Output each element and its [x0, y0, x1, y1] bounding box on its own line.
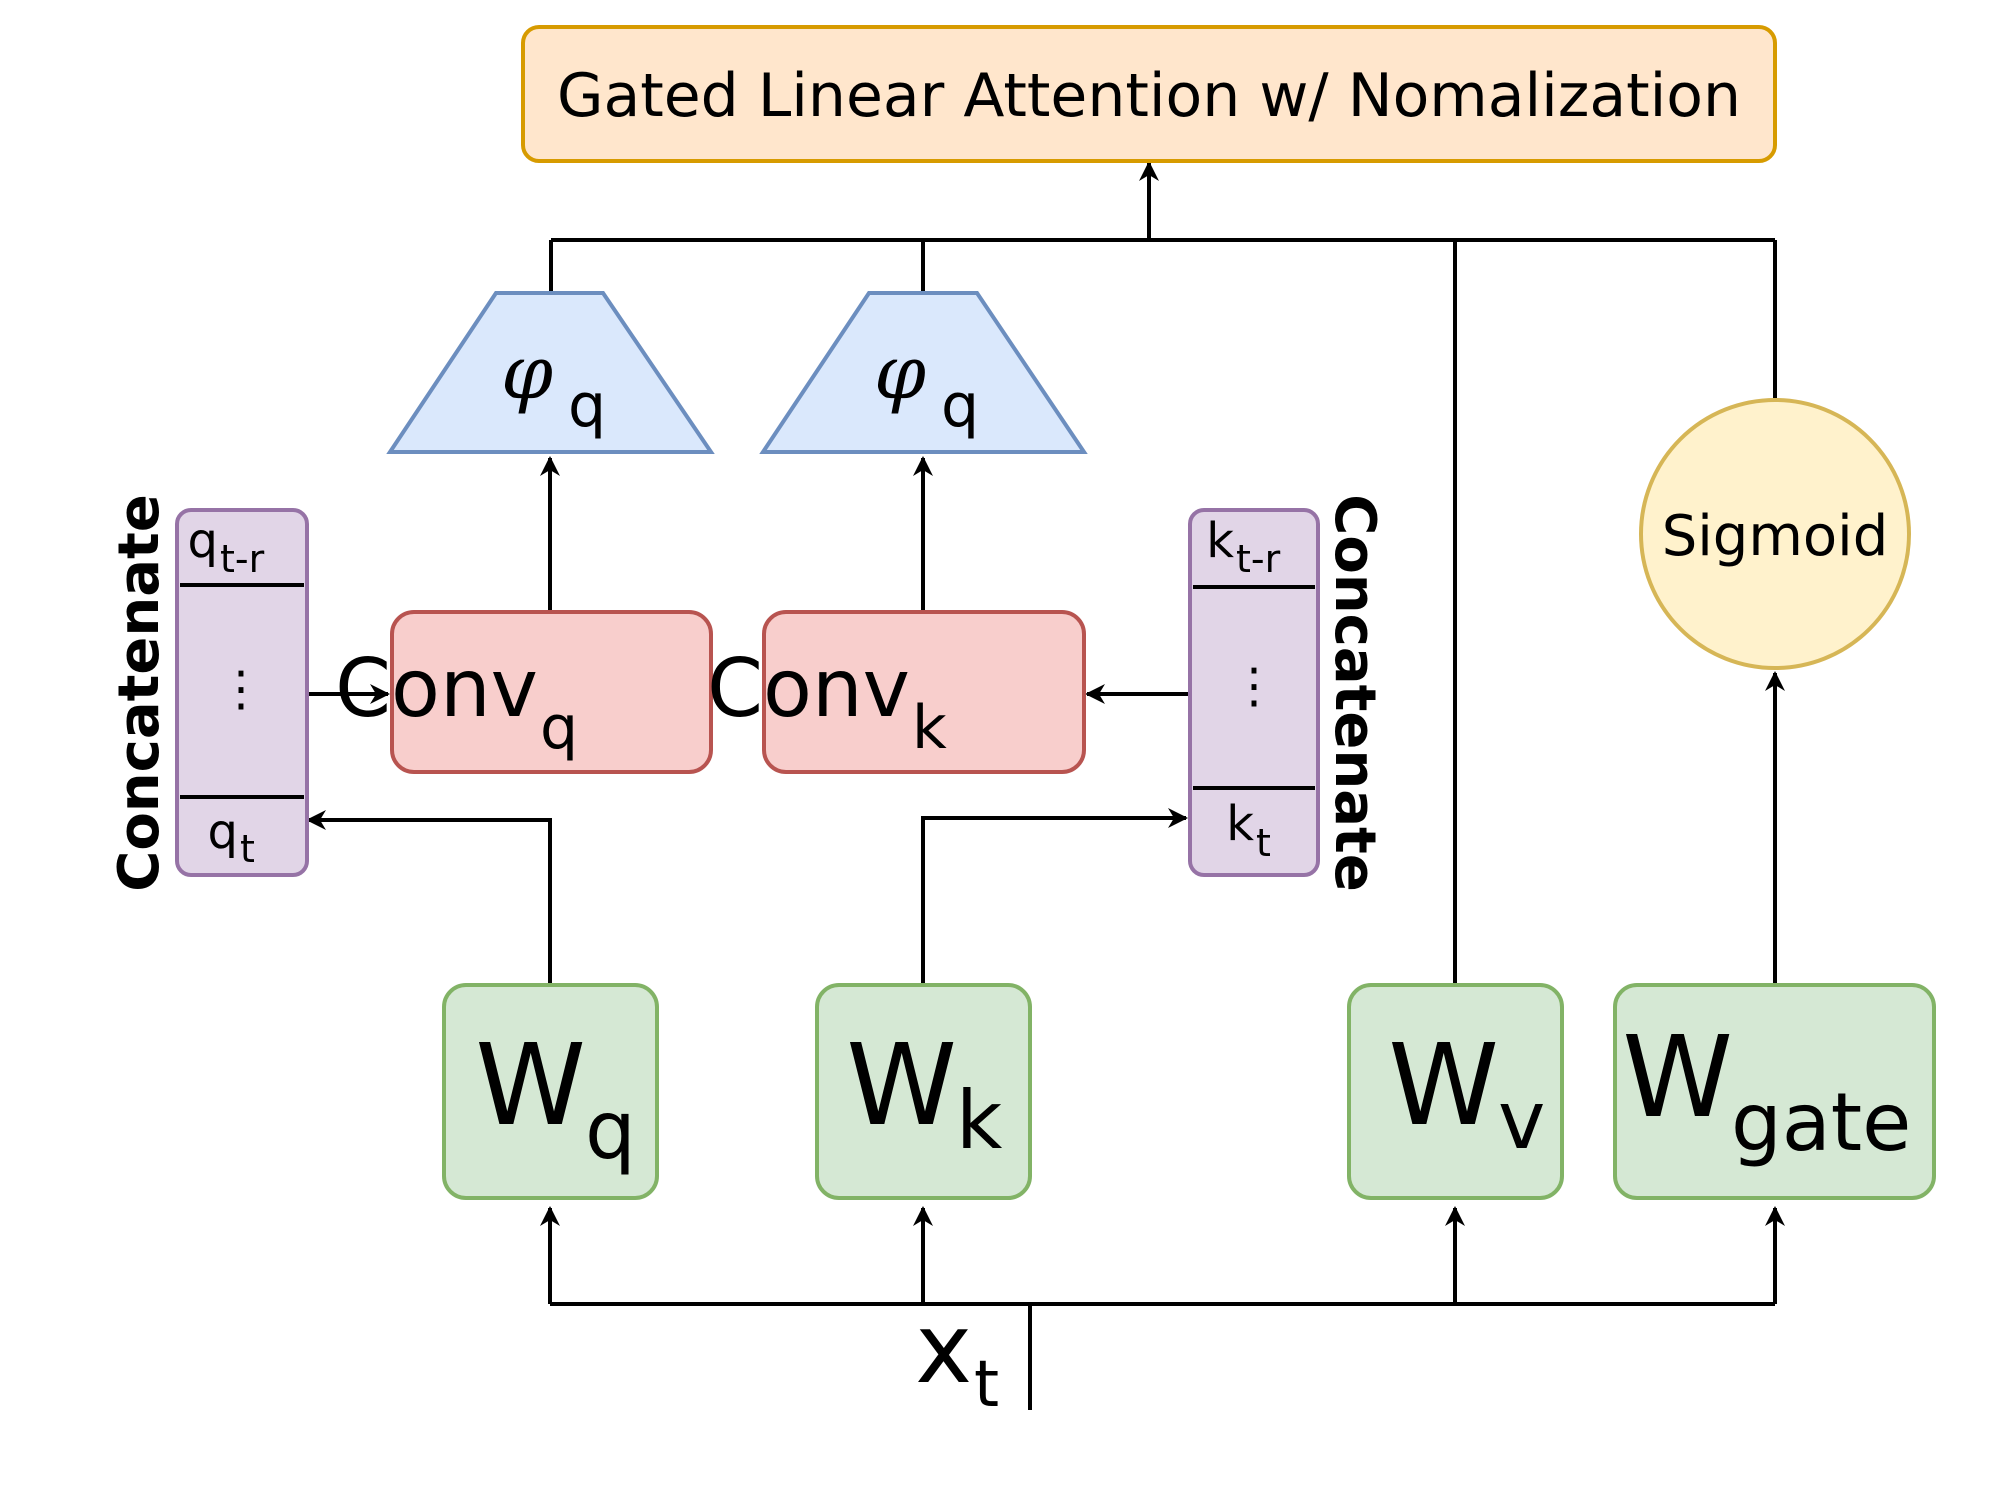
- w-k-label: W: [846, 1021, 957, 1151]
- arrow-wk-to-kt: [921, 808, 1188, 985]
- concat-q-stack: q t-r ⋮ q t Concatenate: [107, 494, 309, 892]
- input-x-label: x: [915, 1293, 972, 1405]
- input-x-t: x t: [915, 1293, 999, 1422]
- connectors: [306, 161, 1785, 1410]
- input-x-sub: t: [974, 1348, 999, 1422]
- sigmoid-block: Sigmoid: [1639, 398, 1911, 670]
- concat-q-ellipsis: ⋮: [217, 661, 265, 717]
- w-gate-rect: [1613, 983, 1936, 1200]
- concat-q-top-base: q: [188, 513, 218, 569]
- concat-k-bottom-sub: t: [1256, 821, 1271, 865]
- title-box: Gated Linear Attention w/ Nomalization: [521, 25, 1777, 163]
- phi-q-block: φ q: [386, 291, 715, 454]
- w-q-rect: [442, 983, 659, 1200]
- conv-q-label: Conv: [335, 642, 538, 735]
- concat-q-top-sub: t-r: [220, 537, 265, 581]
- concat-q-rect: [175, 508, 309, 877]
- w-gate-block: W gate: [1613, 983, 1936, 1200]
- phi-q-sub: q: [568, 371, 606, 441]
- w-k-block: W k: [815, 983, 1032, 1200]
- w-gate-sub: gate: [1731, 1076, 1911, 1169]
- concat-k-top-sub: t-r: [1236, 537, 1281, 581]
- concat-k-bottom-base: k: [1226, 796, 1254, 852]
- w-q-sub: q: [585, 1084, 636, 1177]
- w-v-rect: [1347, 983, 1564, 1200]
- phi-k-sub: q: [941, 371, 979, 441]
- concat-k-label: Concatenate: [1322, 494, 1387, 892]
- w-q-label: W: [475, 1021, 586, 1151]
- conv-q-sub: q: [540, 693, 578, 763]
- concat-k-ellipsis: ⋮: [1230, 658, 1278, 714]
- phi-k-trapezoid: [759, 291, 1088, 454]
- sigmoid-circle: [1639, 398, 1911, 670]
- phi-k-symbol: φ: [874, 330, 926, 416]
- w-v-label: W: [1388, 1021, 1499, 1151]
- phi-q-trapezoid: [386, 291, 715, 454]
- concat-k-rect: [1188, 508, 1320, 877]
- w-v-block: W v: [1347, 983, 1564, 1200]
- phi-k-block: φ q: [759, 291, 1088, 454]
- w-k-rect: [815, 983, 1032, 1200]
- conv-k-label: Conv: [707, 642, 910, 735]
- concat-k-top-base: k: [1206, 513, 1234, 569]
- conv-k-sub: k: [912, 693, 947, 763]
- concat-q-label: Concatenate: [107, 494, 172, 892]
- conv-q-rect: [390, 610, 713, 774]
- arrow-wq-to-qt: [306, 810, 552, 985]
- title-label: Gated Linear Attention w/ Nomalization: [557, 61, 1741, 131]
- w-v-sub: v: [1498, 1074, 1545, 1167]
- conv-q-block: Conv q: [335, 610, 713, 774]
- conv-k-block: Conv k: [707, 610, 1086, 774]
- w-k-sub: k: [956, 1074, 1003, 1167]
- w-q-block: W q: [442, 983, 659, 1200]
- concat-q-bottom-sub: t: [240, 827, 255, 871]
- conv-k-rect: [762, 610, 1086, 774]
- sigmoid-label: Sigmoid: [1662, 504, 1889, 569]
- concat-k-stack: k t-r ⋮ k t Concatenate: [1188, 494, 1387, 892]
- phi-q-symbol: φ: [501, 330, 553, 416]
- concat-q-bottom-base: q: [208, 804, 238, 860]
- w-gate-label: W: [1622, 1013, 1733, 1143]
- title-box-rect: [521, 25, 1777, 163]
